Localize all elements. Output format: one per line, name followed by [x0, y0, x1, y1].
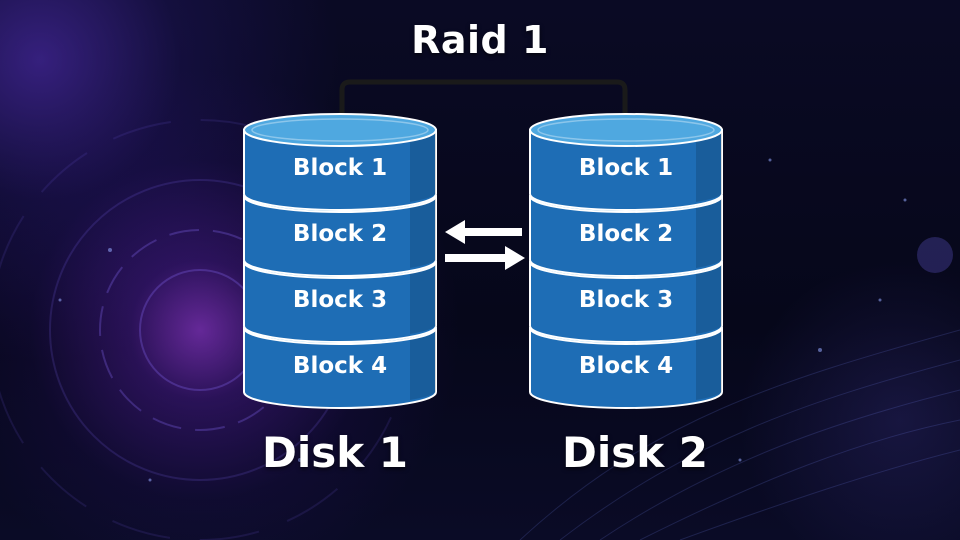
block-label: Block 4: [579, 353, 673, 379]
bidirectional-arrows-icon: [445, 220, 525, 270]
block-label: Block 4: [293, 353, 387, 379]
mirror-connector: [339, 79, 628, 130]
block-label: Block 3: [579, 287, 673, 313]
disk-1-block-1: Block 1: [243, 113, 437, 211]
page-title: Raid 1: [411, 18, 549, 62]
disk-2-label: Disk 2: [561, 428, 709, 477]
disk-1-label: Disk 1: [261, 428, 409, 477]
block-label: Block 3: [293, 287, 387, 313]
disk-2-cylinder: Block 4 Block 3 Block 2 Block 1: [529, 113, 723, 409]
disk-2-block-1: Block 1: [529, 113, 723, 211]
disk-1-cylinder: Block 4 Block 3 Block 2 Block 1: [243, 113, 437, 409]
block-label: Block 2: [293, 221, 387, 247]
block-label: Block 1: [293, 155, 387, 181]
block-label: Block 2: [579, 221, 673, 247]
block-label: Block 1: [579, 155, 673, 181]
